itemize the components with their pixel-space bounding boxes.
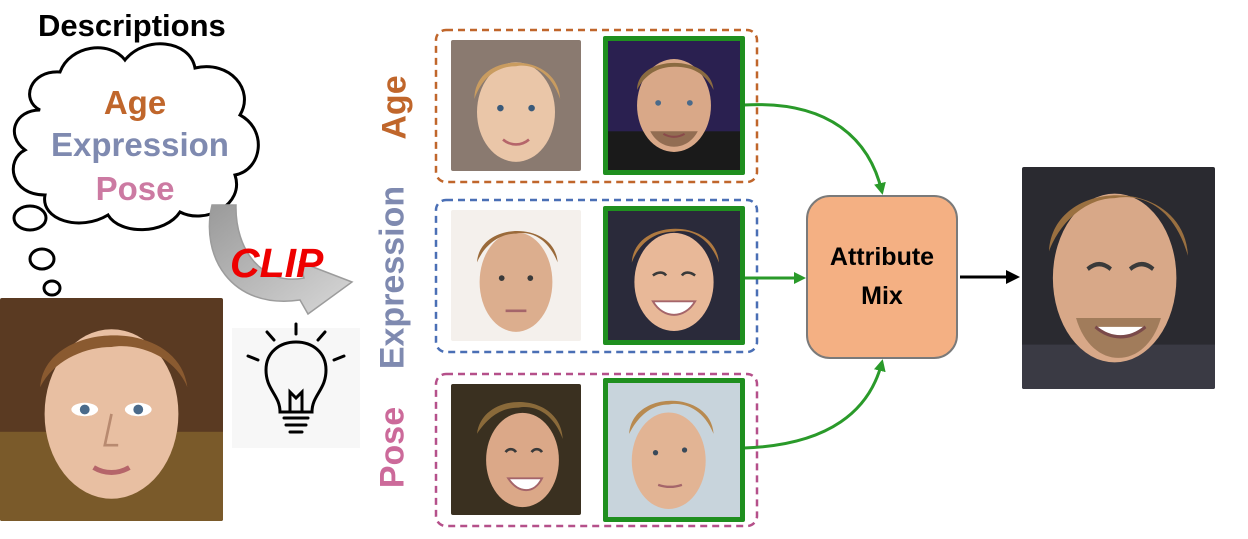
row-label-age: Age: [375, 75, 414, 140]
output-face-photo: [1022, 167, 1215, 389]
age-to-mix-arrow: [743, 103, 886, 195]
pose-target-photo: [603, 378, 745, 522]
input-face-photo: [0, 298, 223, 521]
expression-row-box: [434, 198, 759, 354]
row-label-expression: Expression: [373, 185, 412, 370]
age-row-box: [434, 28, 759, 184]
age-target-photo: [603, 36, 745, 175]
pose-to-mix-arrow: [743, 359, 886, 450]
diagram-title: Descriptions: [38, 8, 226, 43]
row-label-pose: Pose: [373, 406, 412, 489]
expression-source-photo: [451, 210, 581, 341]
lightbulb-icon: [232, 322, 360, 448]
cloud-pose-text: Pose: [95, 170, 175, 207]
cloud-expression-text: Expression: [51, 126, 229, 163]
pose-source-photo: [451, 384, 581, 515]
age-source-photo: [451, 40, 581, 171]
expression-target-photo: [603, 206, 745, 345]
clip-label: CLIP: [230, 240, 324, 286]
thought-cloud-icon: [11, 42, 260, 297]
cloud-age-text: Age: [103, 84, 167, 121]
pose-row-box: [434, 372, 759, 528]
curved-arrow-icon: [208, 204, 354, 316]
